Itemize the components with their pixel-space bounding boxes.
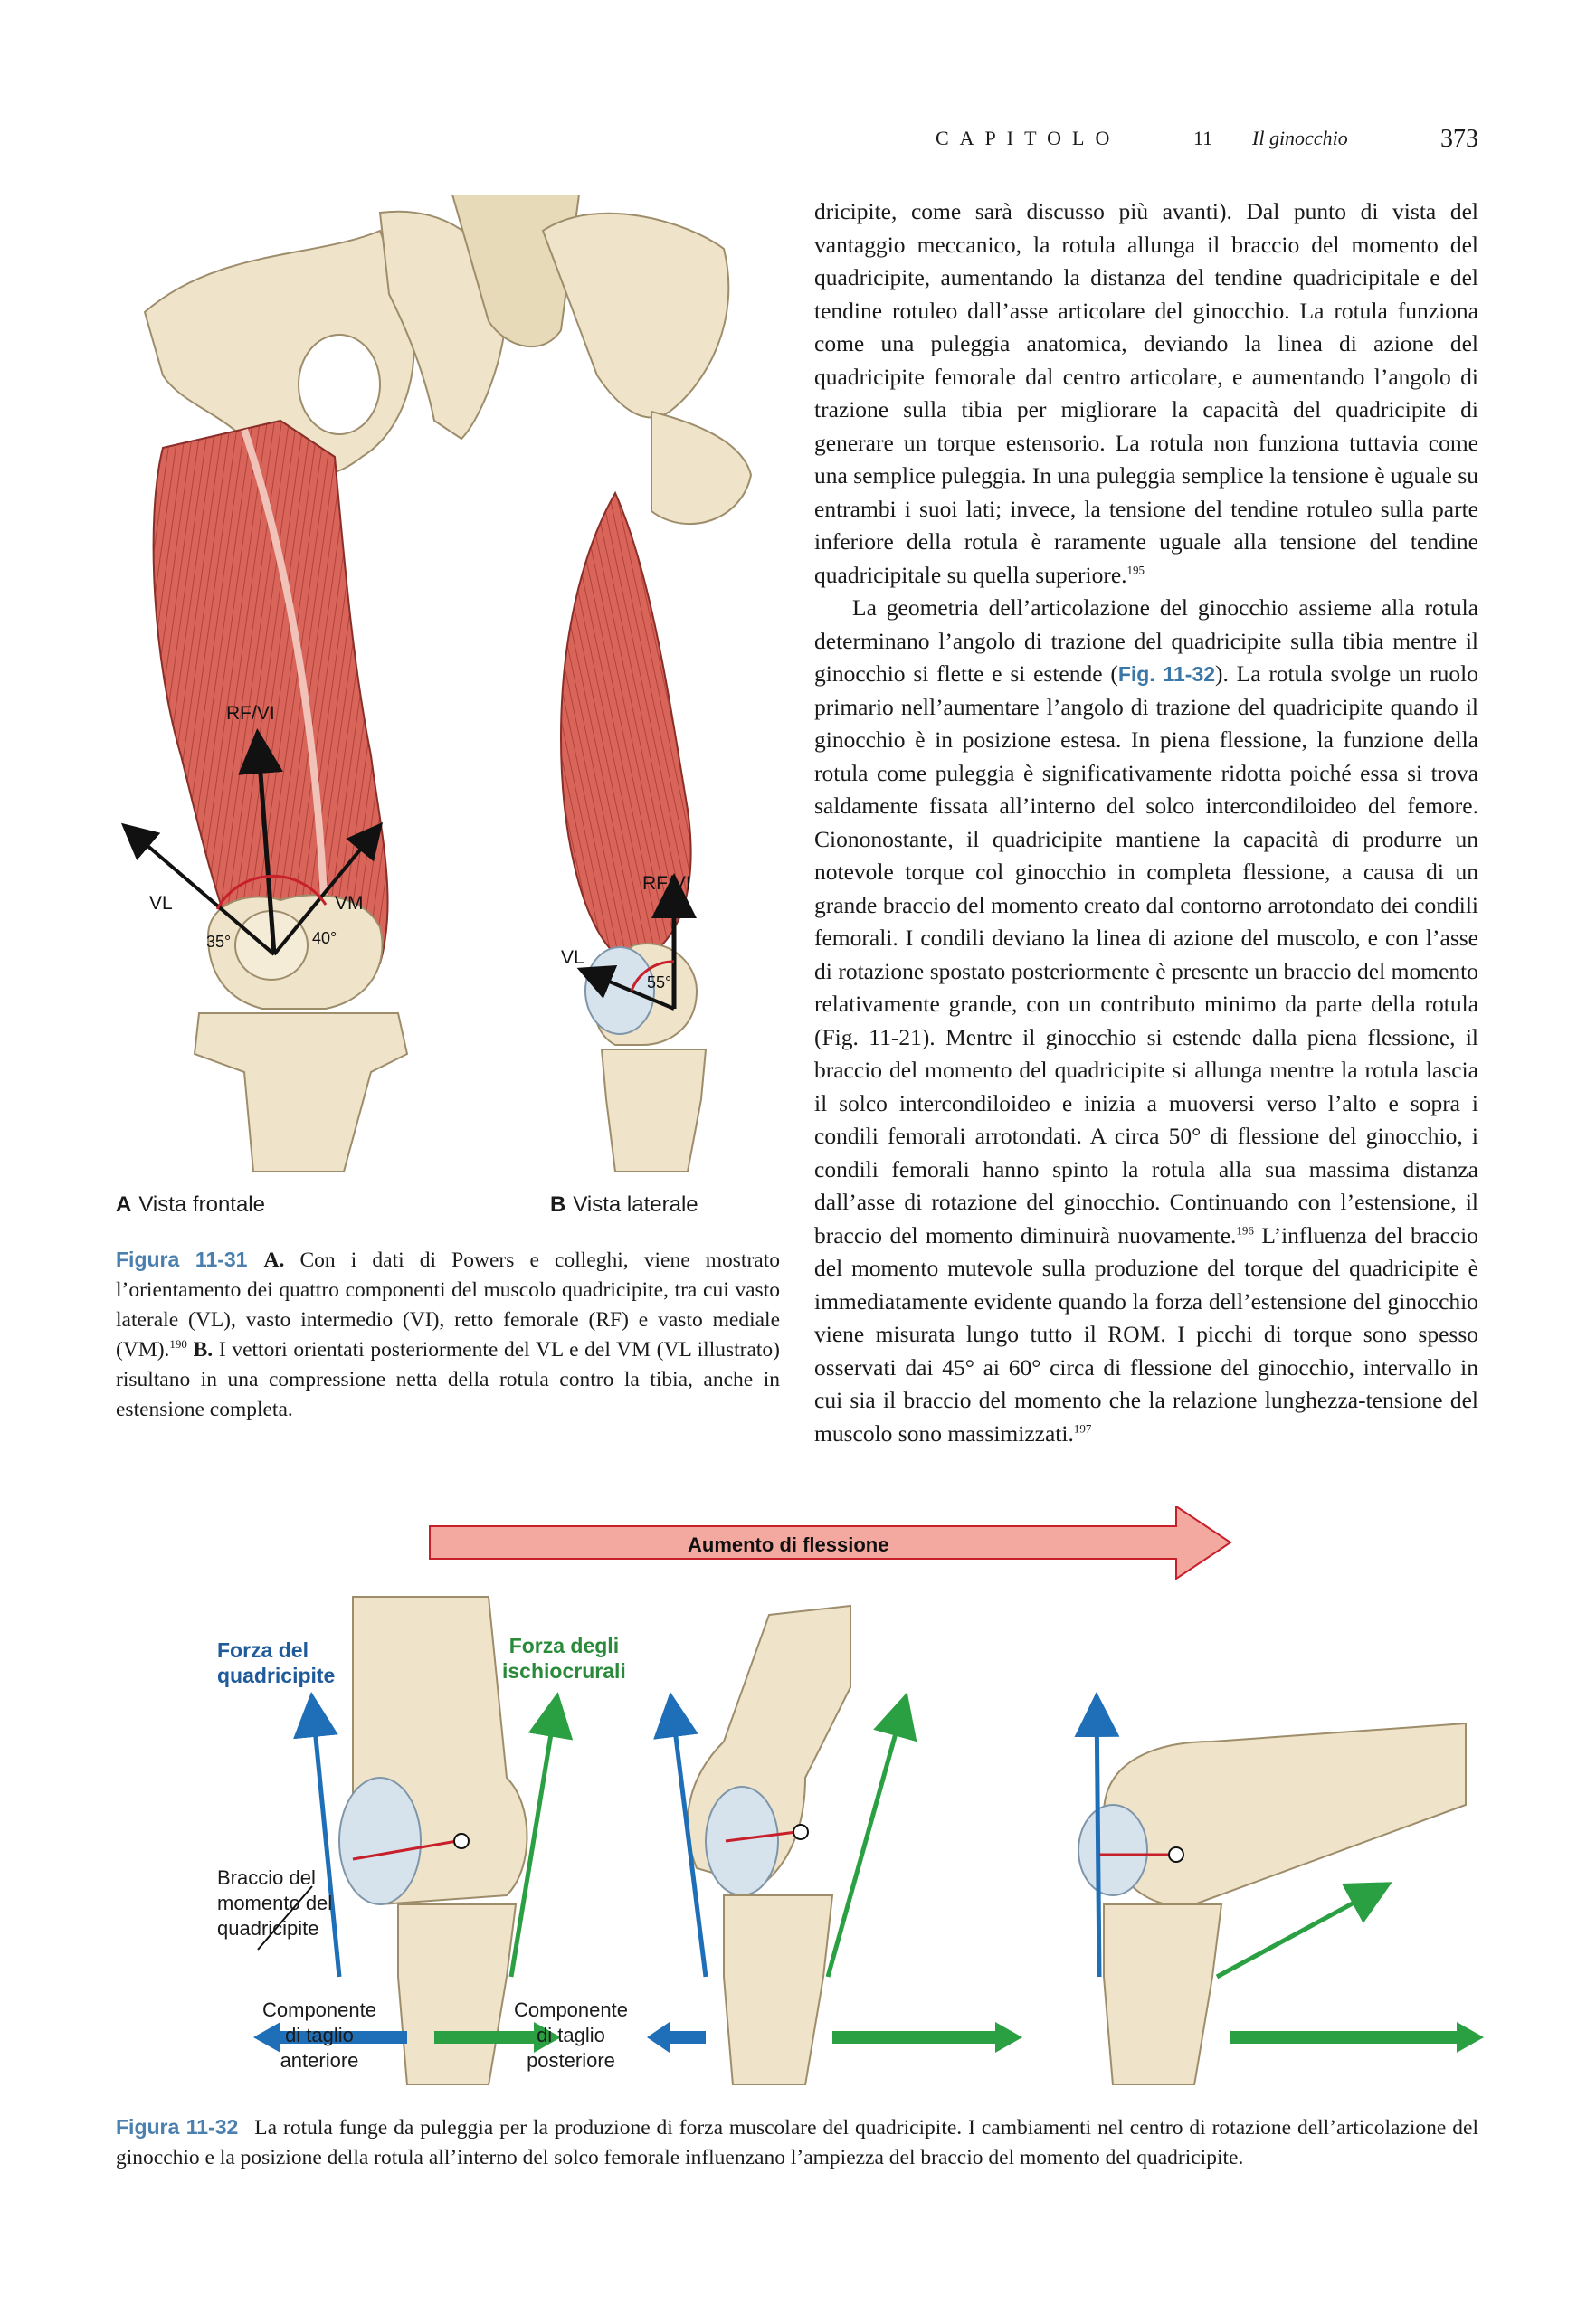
knee-mid-flexion	[647, 1604, 1022, 2085]
body-text: dricipite, come sarà discusso più avanti…	[814, 195, 1478, 1450]
figure-32-illustration: Aumento di flessione	[253, 1506, 1484, 2085]
anterior-shear-label: Componente di taglio anteriore	[262, 1998, 376, 2072]
flexion-arrow: Aumento di flessione	[429, 1506, 1232, 1580]
knee-extended	[253, 1596, 574, 2085]
lateral-view: RF/VI VL 55°	[541, 212, 753, 1172]
quad-force-label: Forza del quadricipite	[217, 1638, 336, 1687]
posterior-shear-label: Componente di taglio posteriore	[514, 1998, 628, 2072]
page-number: 373	[1440, 125, 1478, 153]
label-rfvi-a: RF/VI	[226, 703, 275, 724]
vectors-front: RF/VI VL VM 35° 40°	[120, 703, 384, 956]
knee-full-flexion	[1074, 1692, 1484, 2085]
paragraph-2: La geometria dell’articolazione del gino…	[814, 594, 1478, 1447]
pelvis-front	[143, 195, 581, 478]
running-header: CAPITOLO 11 Il ginocchio 373	[936, 125, 1478, 163]
moment-arm-label: Braccio del momento del quadricipite	[217, 1866, 333, 1940]
chapter-title: Il ginocchio	[1252, 127, 1348, 149]
figure-31-illustration: RF/VI VL VM 35° 40° RF/VI VL 55°	[120, 195, 753, 1172]
label-angle-vl: 35°	[206, 933, 231, 951]
label-vl-b: VL	[561, 947, 584, 968]
figure-reference[interactable]: Fig. 11-32	[1117, 662, 1216, 686]
knee-front	[193, 894, 409, 1172]
chapter-label: CAPITOLO	[936, 127, 1121, 149]
hamstring-force-label: Forza degli ischiocrurali	[502, 1634, 626, 1683]
figure-32-label: Figura 11-32	[116, 2115, 239, 2139]
flexion-arrow-label: Aumento di flessione	[688, 1533, 888, 1556]
label-vl-a: VL	[149, 893, 173, 914]
paragraph-1: dricipite, come sarà discusso più avanti…	[814, 198, 1478, 588]
figure-31-label: Figura 11-31	[116, 1248, 248, 1271]
chapter-number: 11	[1193, 127, 1213, 149]
label-vm-a: VM	[335, 893, 364, 914]
label-angle-b: 55°	[647, 973, 671, 992]
label-rfvi-b: RF/VI	[642, 873, 691, 894]
label-angle-vm: 40°	[312, 929, 337, 947]
